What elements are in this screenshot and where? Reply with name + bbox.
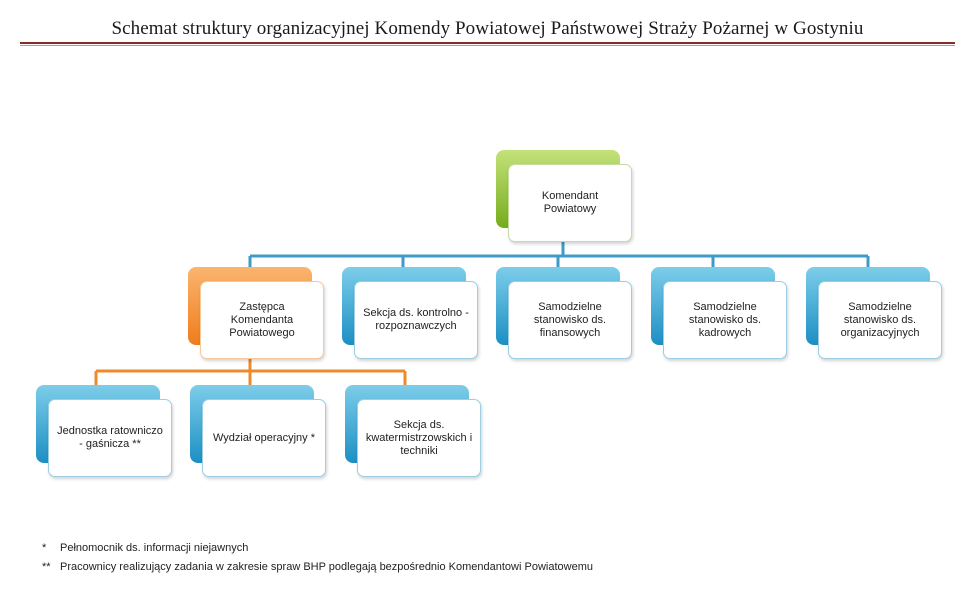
- footnote-mark: **: [42, 561, 51, 573]
- node-label: Samodzielne stanowisko ds. kadrowych: [663, 281, 787, 359]
- node-label: Sekcja ds. kwatermistrzowskich i technik…: [357, 399, 481, 477]
- node-label: Wydział operacyjny *: [202, 399, 326, 477]
- footnote-single-star: * Pełnomocnik ds. informacji niejawnych: [42, 542, 248, 554]
- node-label: Samodzielne stanowisko ds. organizacyjny…: [818, 281, 942, 359]
- node-label: Sekcja ds. kontrolno - rozpoznawczych: [354, 281, 478, 359]
- title-rule: [20, 42, 955, 44]
- footnote-mark: *: [42, 542, 47, 554]
- footnote-double-star: ** Pracownicy realizujący zadania w zakre…: [42, 561, 593, 573]
- node-label: Samodzielne stanowisko ds. finansowych: [508, 281, 632, 359]
- page-title: Schemat struktury organizacyjnej Komendy…: [111, 18, 864, 39]
- node-label: Jednostka ratowniczo - gaśnicza **: [48, 399, 172, 477]
- footnote-text: Pełnomocnik ds. informacji niejawnych: [60, 542, 249, 554]
- footnote-text: Pracownicy realizujący zadania w zakresi…: [60, 561, 593, 573]
- node-label: Komendant Powiatowy: [508, 164, 632, 242]
- node-label: Zastępca Komendanta Powiatowego: [200, 281, 324, 359]
- title-rule-thin: [20, 45, 955, 46]
